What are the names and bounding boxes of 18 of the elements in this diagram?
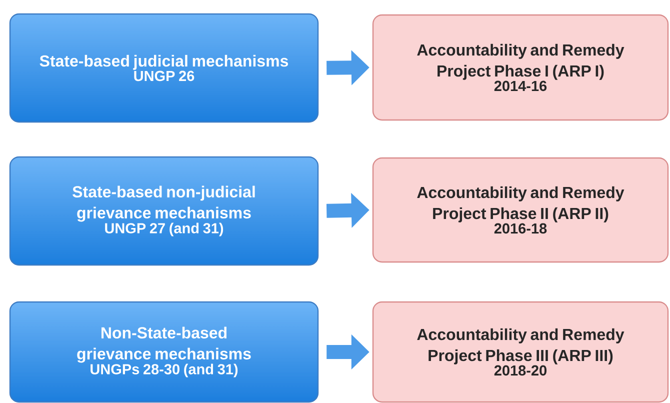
heading: Non-State-based grievance mechanisms bbox=[77, 326, 251, 363]
subtext: 2018-20 bbox=[494, 365, 546, 376]
mechanism-box bbox=[9, 301, 319, 403]
subtext: UNGP 26 bbox=[134, 70, 194, 82]
subtext: UNGPs 28-30 (and 31) bbox=[90, 364, 238, 378]
heading: Accountability and Remedy Project Phase III (ARP III) bbox=[417, 328, 624, 364]
heading: State-based non-judicial grievance mechanisms bbox=[72, 186, 255, 222]
mechanism-box bbox=[9, 156, 319, 266]
heading: Accountability and Remedy Project Phase II (ARP II) bbox=[417, 186, 624, 222]
project-box bbox=[372, 157, 669, 263]
heading: State-based judicial mechanisms bbox=[40, 54, 288, 70]
subtext: UNGP 27 (and 31) bbox=[105, 222, 224, 236]
project-box bbox=[372, 301, 669, 403]
mechanism-box bbox=[9, 13, 319, 123]
subtext: 2014-16 bbox=[494, 80, 547, 92]
heading: Accountability and Remedy Project Phase I (ARP I) bbox=[417, 44, 624, 80]
subtext: 2016-18 bbox=[494, 223, 547, 234]
project-box bbox=[372, 14, 669, 121]
